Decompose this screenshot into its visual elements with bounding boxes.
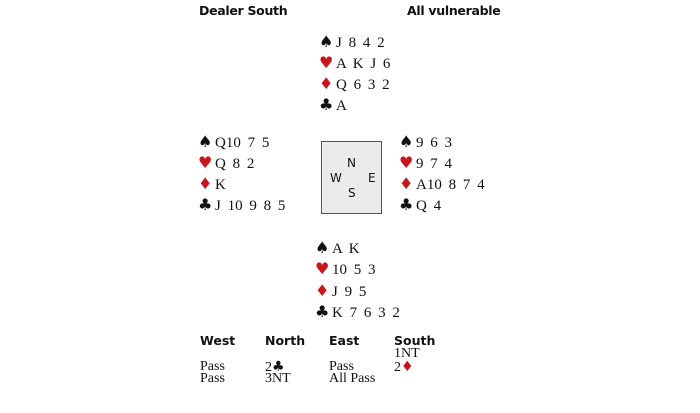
club-icon: ♣ xyxy=(399,195,414,214)
club-icon: ♣ xyxy=(272,358,285,375)
south-diamonds: J 9 5 xyxy=(332,284,367,300)
heart-icon: ♥ xyxy=(319,53,334,72)
east-diamonds: A10 8 7 4 xyxy=(416,177,485,193)
club-icon: ♣ xyxy=(198,195,213,214)
bid: Pass xyxy=(329,358,354,374)
compass-box: N W E S xyxy=(321,141,382,214)
north-clubs: A xyxy=(336,98,347,114)
west-clubs: J 10 9 8 5 xyxy=(215,198,286,214)
east-clubs: Q 4 xyxy=(416,198,442,214)
bid-level: 2 xyxy=(265,359,272,375)
spade-icon: ♠ xyxy=(198,132,213,151)
spade-icon: ♠ xyxy=(315,238,330,257)
bid: Pass xyxy=(200,358,225,374)
diamond-icon: ♦ xyxy=(401,358,414,375)
auction-header: South xyxy=(394,333,436,348)
north-spades: J 8 4 2 xyxy=(336,35,385,51)
bid: 1NT xyxy=(394,346,420,361)
diamond-icon: ♦ xyxy=(399,174,414,193)
west-diamonds: K xyxy=(215,177,226,193)
auction-header: West xyxy=(200,333,236,348)
compass-west: W xyxy=(330,171,342,185)
heart-icon: ♥ xyxy=(315,259,330,278)
east-spades: 9 6 3 xyxy=(416,135,452,151)
auction-east: East Pass All Pass xyxy=(329,334,393,386)
heart-icon: ♥ xyxy=(198,153,213,172)
bid: 3NT xyxy=(265,371,291,386)
auction-north: North 2♣ 3NT xyxy=(265,334,329,386)
west-hearts: Q 8 2 xyxy=(215,156,255,172)
auction-header: East xyxy=(329,333,360,348)
auction-south: South 1NT 2♦ xyxy=(394,333,458,375)
bid: Pass xyxy=(200,371,225,386)
north-hearts: A K J 6 xyxy=(336,56,391,72)
club-icon: ♣ xyxy=(319,95,334,114)
diamond-icon: ♦ xyxy=(319,74,334,93)
bid: 2♦ xyxy=(394,358,458,375)
dealer-label: Dealer South xyxy=(199,3,288,18)
auction-header: North xyxy=(265,333,306,348)
bid: 2♣ xyxy=(265,358,329,375)
club-icon: ♣ xyxy=(315,302,330,321)
spade-icon: ♠ xyxy=(399,132,414,151)
south-spades: A K xyxy=(332,241,360,257)
diamond-icon: ♦ xyxy=(315,281,330,300)
north-diamonds: Q 6 3 2 xyxy=(336,77,390,93)
south-clubs: K 7 6 3 2 xyxy=(332,305,400,321)
bid: All Pass xyxy=(329,371,376,386)
compass-north: N xyxy=(347,156,356,170)
south-hearts: 10 5 3 xyxy=(332,262,376,278)
auction-west: West Pass Pass xyxy=(200,334,264,386)
bid-level: 2 xyxy=(394,359,401,375)
vulnerability-label: All vulnerable xyxy=(407,3,501,18)
east-hearts: 9 7 4 xyxy=(416,156,452,172)
compass-east: E xyxy=(368,171,376,185)
diamond-icon: ♦ xyxy=(198,174,213,193)
spade-icon: ♠ xyxy=(319,32,334,51)
west-spades: Q10 7 5 xyxy=(215,135,270,151)
compass-south: S xyxy=(348,186,356,200)
heart-icon: ♥ xyxy=(399,153,414,172)
